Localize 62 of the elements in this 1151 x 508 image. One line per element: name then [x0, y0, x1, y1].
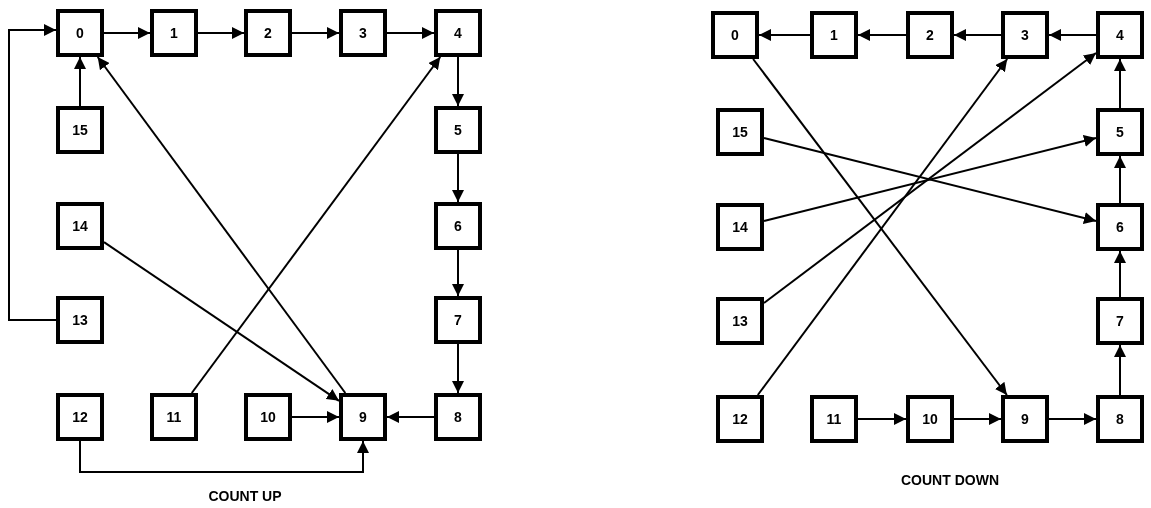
arrow: [386, 27, 435, 39]
state-box: 11: [150, 393, 198, 441]
state-box: 4: [1096, 11, 1144, 59]
state-box: 12: [716, 395, 764, 443]
arrow: [763, 52, 1097, 304]
arrow: [953, 29, 1002, 41]
state-box: 14: [56, 202, 104, 250]
state-box: 6: [434, 202, 482, 250]
state-box: 7: [434, 296, 482, 344]
arrow: [758, 29, 811, 41]
state-box: 5: [434, 106, 482, 154]
arrow: [1114, 344, 1126, 396]
arrow: [386, 411, 435, 423]
arrow: [1048, 29, 1097, 41]
state-box: 3: [1001, 11, 1049, 59]
state-box: 4: [434, 9, 482, 57]
state-box: 2: [244, 9, 292, 57]
arrow: [452, 56, 464, 107]
state-box: 11: [810, 395, 858, 443]
state-box: 15: [716, 108, 764, 156]
state-box: 12: [56, 393, 104, 441]
arrow: [452, 343, 464, 394]
arrow: [953, 413, 1002, 425]
arrow: [452, 249, 464, 297]
arrow: [1114, 155, 1126, 204]
state-box: 13: [56, 296, 104, 344]
state-box: 0: [711, 11, 759, 59]
arrow: [857, 413, 907, 425]
state-box: 3: [339, 9, 387, 57]
state-box: 6: [1096, 203, 1144, 251]
state-box: 5: [1096, 108, 1144, 156]
arrow: [1114, 58, 1126, 109]
arrow: [452, 153, 464, 203]
arrow: [1048, 413, 1097, 425]
state-box: 9: [1001, 395, 1049, 443]
arrow: [103, 27, 151, 39]
state-box: 10: [906, 395, 954, 443]
state-box: 9: [339, 393, 387, 441]
diagram-caption: COUNT UP: [208, 486, 282, 506]
arrow: [103, 241, 340, 402]
state-box: 14: [716, 203, 764, 251]
state-box: 8: [434, 393, 482, 441]
arrow: [190, 56, 442, 394]
diagram-caption: COUNT DOWN: [901, 470, 999, 490]
arrow: [197, 27, 245, 39]
state-box: 2: [906, 11, 954, 59]
state-box: 10: [244, 393, 292, 441]
arrow: [291, 27, 340, 39]
arrow: [1114, 250, 1126, 298]
state-box: 15: [56, 106, 104, 154]
arrow: [291, 411, 340, 423]
state-box: 8: [1096, 395, 1144, 443]
arrow: [8, 24, 57, 321]
arrow: [857, 29, 907, 41]
state-box: 13: [716, 297, 764, 345]
arrow: [79, 440, 369, 473]
state-box: 0: [56, 9, 104, 57]
arrow: [74, 56, 86, 107]
state-box: 7: [1096, 297, 1144, 345]
state-box: 1: [810, 11, 858, 59]
arrow: [96, 56, 347, 394]
state-box: 1: [150, 9, 198, 57]
